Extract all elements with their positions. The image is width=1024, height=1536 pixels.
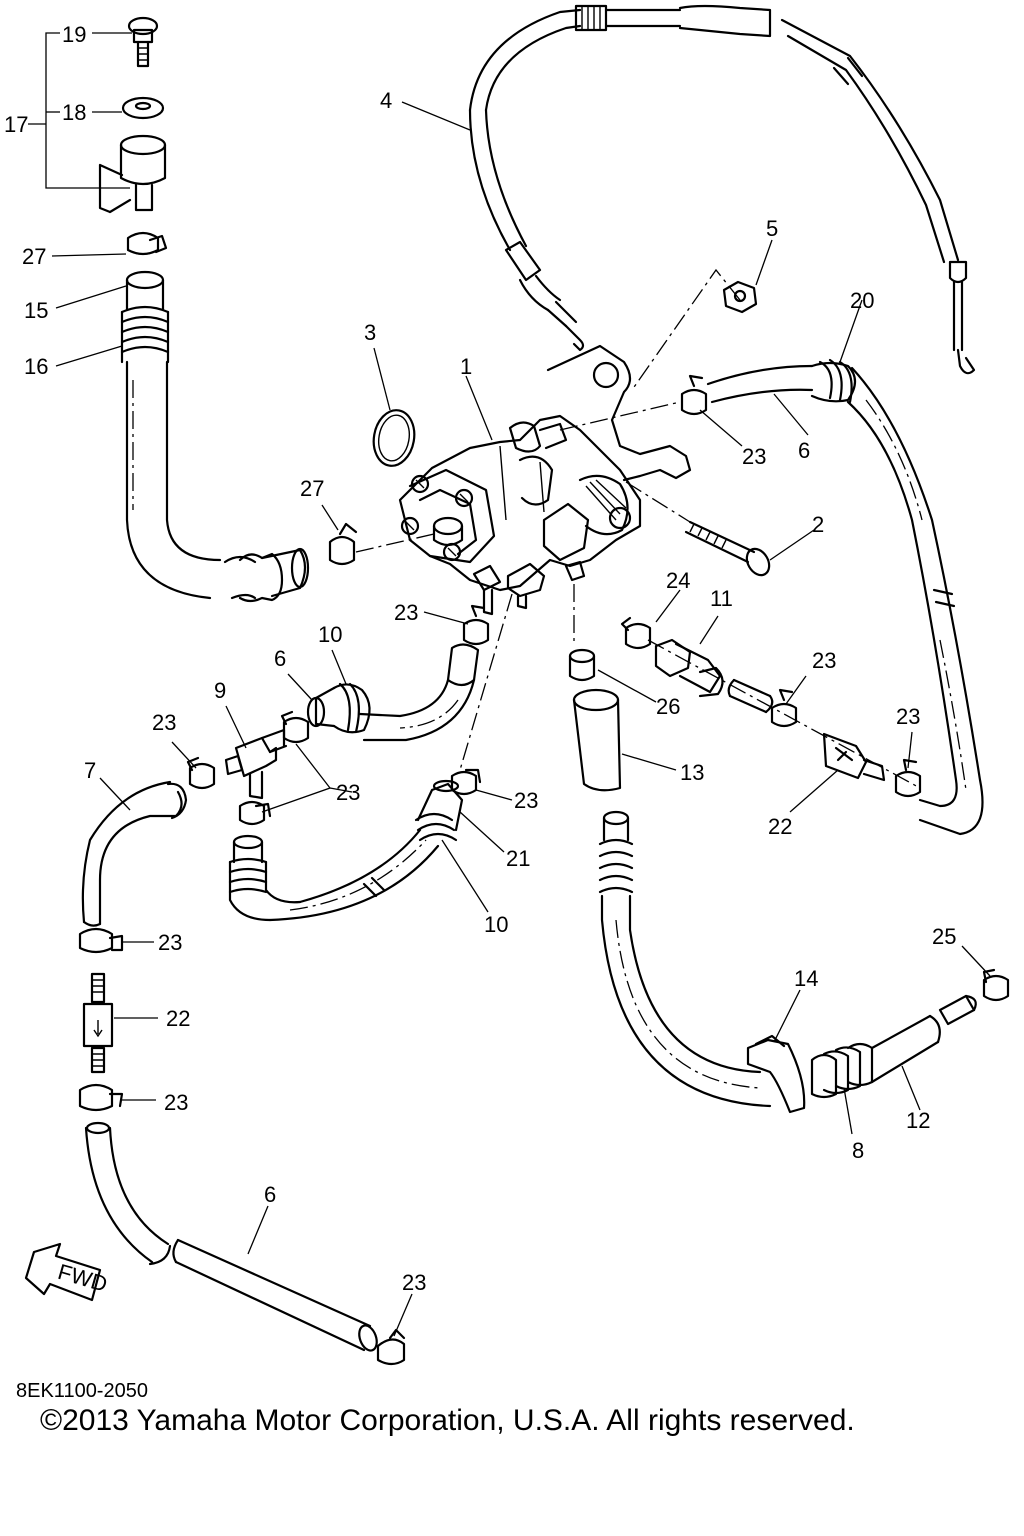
clamp-part-27-top — [126, 231, 168, 256]
nut-part-5 — [722, 280, 758, 314]
callout-9: 9 — [214, 678, 226, 703]
hose-part-6-bottom — [84, 1121, 378, 1352]
callout-10-a: 10 — [318, 622, 342, 647]
valve-part-22-left — [82, 972, 114, 1074]
oring-part-3 — [372, 409, 416, 467]
callout-3: 3 — [364, 320, 376, 345]
callout-12: 12 — [906, 1108, 930, 1133]
clamp-part-23-left — [186, 756, 216, 790]
callout-23-g: 23 — [514, 788, 538, 813]
clamp-part-23-tee — [280, 710, 310, 744]
callout-17: 17 — [4, 112, 28, 137]
pipe-part-13 — [572, 688, 622, 792]
callout-16: 16 — [24, 354, 48, 379]
callout-23-a: 23 — [742, 444, 766, 469]
tee-part-9 — [224, 728, 288, 800]
callout-19: 19 — [62, 22, 86, 47]
callout-11: 11 — [710, 586, 733, 611]
cable-part-4 — [468, 4, 976, 375]
callout-25: 25 — [932, 924, 956, 949]
clamp-part-23-mid — [462, 604, 490, 646]
vent-assembly — [28, 16, 435, 603]
clamp-part-23-below — [238, 800, 272, 826]
callout-14: 14 — [794, 966, 818, 991]
callout-27-top: 27 — [22, 244, 46, 269]
callout-23-b: 23 — [394, 600, 418, 625]
cap-part-26 — [568, 648, 596, 682]
callout-15: 15 — [24, 298, 48, 323]
bolt-part-2 — [684, 520, 771, 577]
callout-6-c: 6 — [264, 1182, 276, 1207]
callout-6-b: 6 — [274, 646, 286, 671]
clamp-part-23-bottom — [376, 1328, 406, 1366]
clamp-part-23-21 — [450, 768, 482, 796]
hose-part-12 — [598, 810, 977, 1114]
callout-labels: 19 18 17 27 15 16 4 5 20 3 1 23 6 2 27 2… — [4, 22, 956, 1295]
valve-line-right — [620, 616, 922, 798]
callout-23-e: 23 — [896, 704, 920, 729]
callout-23-c: 23 — [152, 710, 176, 735]
clamp-part-23-b — [78, 1083, 124, 1112]
callout-22-a: 22 — [768, 814, 792, 839]
copyright-notice: ©2013 Yamaha Motor Corporation, U.S.A. A… — [40, 1404, 855, 1437]
callout-23-j: 23 — [164, 1090, 188, 1115]
hose-part-7 — [81, 780, 188, 927]
callout-2: 2 — [812, 512, 824, 537]
hose-part-10-upper — [306, 643, 480, 742]
clamp-part-25 — [982, 968, 1010, 1002]
hose-part-10-lower — [228, 779, 464, 922]
bolt-part-19 — [127, 16, 159, 68]
fwd-label: FWD — [55, 1259, 110, 1297]
callout-23-d: 23 — [812, 648, 836, 673]
carburetor-part-1 — [398, 344, 692, 616]
callout-23-i: 23 — [402, 1270, 426, 1295]
washer-part-18 — [121, 96, 165, 120]
diagram-code: 8EK1100-2050 — [16, 1380, 148, 1402]
callout-4: 4 — [380, 88, 392, 113]
callout-6-a: 6 — [798, 438, 810, 463]
callout-26: 26 — [656, 694, 680, 719]
clamp-part-23-top — [680, 374, 708, 416]
callout-27-b: 27 — [300, 476, 324, 501]
callout-10-b: 10 — [484, 912, 508, 937]
clamp-part-27-lower — [328, 522, 358, 566]
callout-23-f: 23 — [336, 780, 360, 805]
callout-22-b: 22 — [166, 1006, 190, 1031]
hose-part-6-20 — [706, 358, 984, 836]
hose-part-15-16 — [120, 270, 310, 603]
fwd-arrow-icon: FWD — [24, 1242, 110, 1302]
callout-24: 24 — [666, 568, 690, 593]
callout-20: 20 — [850, 288, 874, 313]
callout-5: 5 — [766, 216, 778, 241]
callout-21: 21 — [506, 846, 530, 871]
callout-23-h: 23 — [158, 930, 182, 955]
clamp-part-23-a — [78, 927, 124, 954]
callout-8: 8 — [852, 1138, 864, 1163]
callout-7: 7 — [84, 758, 96, 783]
callout-1: 1 — [460, 354, 472, 379]
callout-13: 13 — [680, 760, 704, 785]
vent-body — [98, 134, 167, 214]
callout-18: 18 — [62, 100, 86, 125]
